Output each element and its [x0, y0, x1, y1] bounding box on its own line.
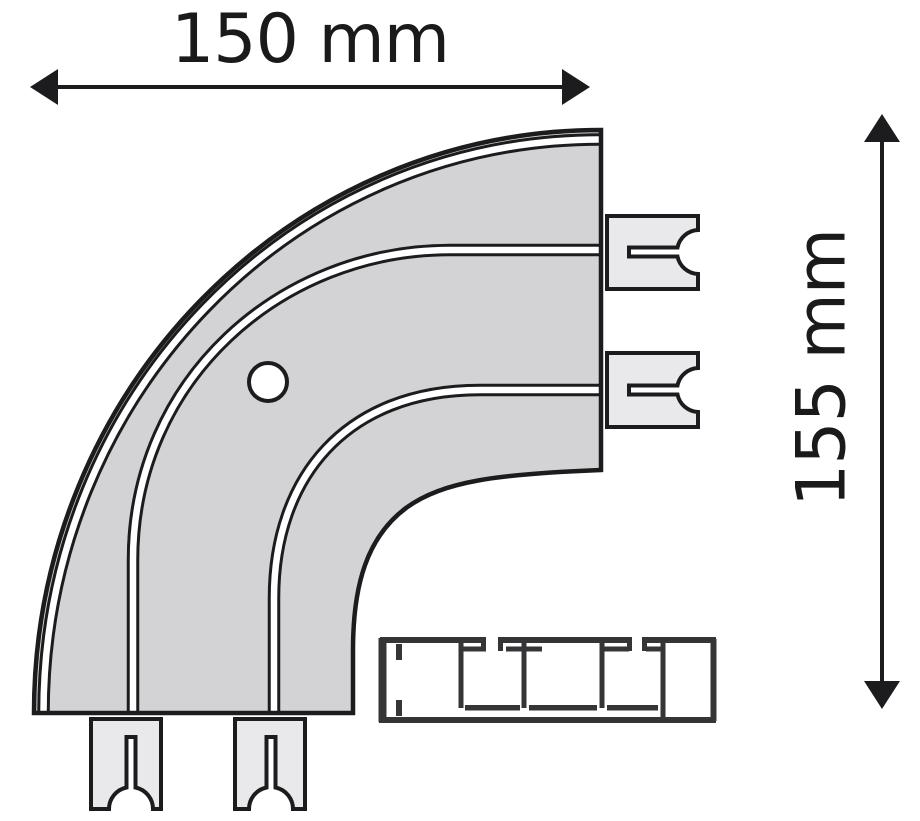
- rail-cross-section: [378, 637, 717, 723]
- corner-piece-outline: [31, 127, 604, 716]
- connector-tongue-right-bottom: [605, 351, 700, 429]
- profile-bottom-strip: [465, 705, 520, 711]
- profile-bottom-strip: [607, 705, 658, 711]
- width-label: 150 mm: [171, 0, 449, 79]
- vertical-double-arrow-icon: [864, 114, 900, 709]
- mounting-hole: [247, 361, 289, 403]
- outer-edge-highlight-band: [37, 133, 601, 714]
- outer-channel-groove: [126, 243, 600, 713]
- profile-stub-top-left: [396, 644, 402, 660]
- arrowhead-down: [864, 681, 900, 709]
- arrowhead-left: [30, 69, 58, 105]
- arrowhead-up: [864, 114, 900, 142]
- profile-stub-bottom-left: [396, 700, 402, 716]
- width-dimension: 150 mm: [30, 0, 590, 105]
- inner-channel-groove: [267, 383, 600, 713]
- corner-piece-body: [34, 130, 601, 713]
- corner-piece: [31, 127, 700, 811]
- connector-tongue-bottom-left: [89, 717, 163, 811]
- height-dimension: 155 mm: [782, 114, 900, 709]
- height-label: 155 mm: [782, 229, 861, 507]
- horizontal-double-arrow-icon: [30, 69, 590, 105]
- connector-tongue-right-top: [605, 214, 700, 291]
- connector-tongue-bottom-right: [233, 717, 307, 811]
- arrowhead-right: [562, 69, 590, 105]
- profile-bottom-strip: [529, 705, 597, 711]
